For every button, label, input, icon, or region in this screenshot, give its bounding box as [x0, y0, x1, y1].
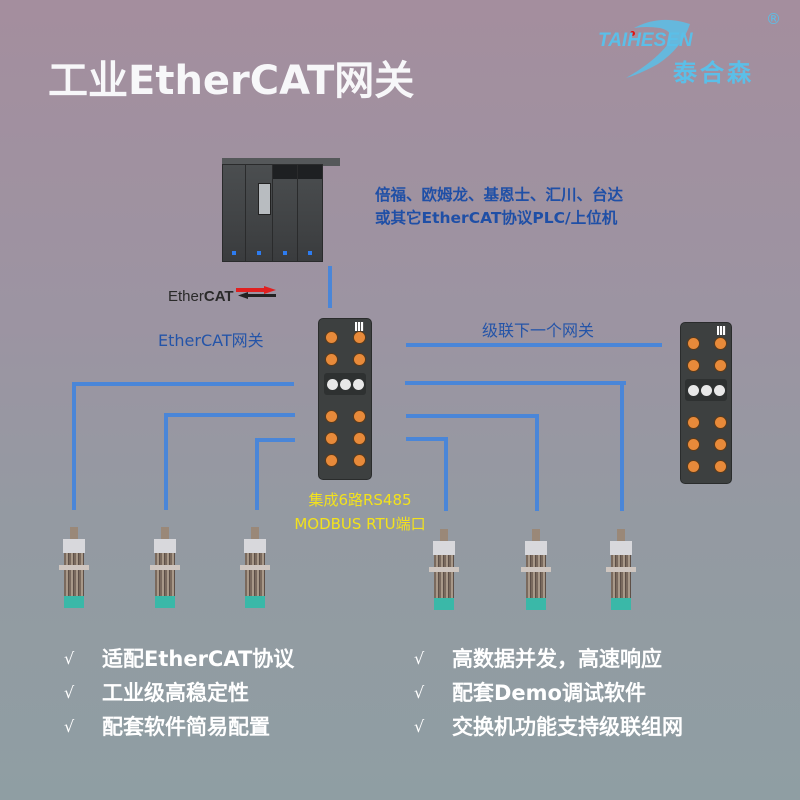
port-icon: [325, 410, 338, 423]
rotary-switch-icon: [714, 385, 725, 396]
check-icon: √: [414, 649, 425, 668]
port-icon: [325, 331, 338, 344]
rs485-callout-line2: MODBUS RTU端口: [294, 515, 426, 533]
port-icon: [687, 460, 700, 473]
rotary-switch-icon: [327, 379, 338, 390]
registered-mark: ®: [766, 10, 781, 28]
port-icon: [687, 337, 700, 350]
proximity-sensor-icon: [429, 529, 459, 615]
wire-sensor-4-h: [406, 437, 448, 441]
feature-item: √ 交换机功能支持级联组网: [414, 710, 683, 744]
wire-sensor-2-h: [164, 413, 295, 417]
rotary-switch-icon: [688, 385, 699, 396]
port-icon: [714, 416, 727, 429]
proximity-sensor-icon: [150, 527, 180, 613]
features-left: √ 适配EtherCAT协议 √ 工业级高稳定性 √ 配套软件简易配置: [64, 642, 294, 744]
plc-description-line1: 倍福、欧姆龙、基恩士、汇川、台达: [375, 186, 624, 204]
wire-sensor-5-h: [406, 414, 539, 418]
port-icon: [714, 460, 727, 473]
wire-sensor-6: [620, 381, 624, 511]
plc-cpu-module: [245, 164, 273, 262]
feature-text: 配套软件简易配置: [102, 715, 270, 739]
ethercat-logo: EtherCAT: [168, 288, 234, 305]
cascade-label: 级联下一个网关: [482, 321, 595, 340]
wire-sensor-2: [164, 413, 168, 510]
check-icon: √: [414, 683, 425, 702]
wire-sensor-6-h: [405, 381, 626, 385]
wire-cascade: [406, 343, 662, 347]
qr-code-icon: [355, 322, 364, 331]
feature-item: √ 配套软件简易配置: [64, 710, 294, 744]
qr-code-icon: [717, 326, 726, 335]
port-icon: [687, 416, 700, 429]
wire-plc-to-gateway: [328, 266, 332, 308]
plc-description: 倍福、欧姆龙、基恩士、汇川、台达 或其它EtherCAT协议PLC/上位机: [375, 184, 623, 230]
port-icon: [714, 359, 727, 372]
ethernet-ports-icon: [258, 183, 271, 215]
rotary-switch-icon: [701, 385, 712, 396]
feature-text: 工业级高稳定性: [102, 681, 249, 705]
features-right: √ 高数据并发，高速响应 √ 配套Demo调试软件 √ 交换机功能支持级联组网: [414, 642, 683, 744]
wire-sensor-5: [535, 414, 539, 511]
port-icon: [325, 432, 338, 445]
ethercat-arrows-icon: [236, 286, 276, 299]
port-icon: [714, 438, 727, 451]
plc-description-line2: 或其它EtherCAT协议PLC/上位机: [375, 209, 618, 227]
port-icon: [353, 432, 366, 445]
logo-red-dot-icon: [630, 31, 635, 36]
port-icon: [325, 353, 338, 366]
plc-module: [272, 164, 298, 262]
wire-sensor-1: [72, 382, 76, 510]
feature-text: 配套Demo调试软件: [452, 681, 646, 705]
ethercat-gateway-device: [318, 318, 372, 480]
plc-module: [222, 164, 246, 262]
feature-text: 交换机功能支持级联组网: [452, 715, 683, 739]
port-icon: [353, 353, 366, 366]
page-title: 工业EtherCAT网关: [48, 58, 415, 104]
feature-text: 适配EtherCAT协议: [102, 647, 295, 671]
port-icon: [687, 438, 700, 451]
rotary-switch-panel: [685, 379, 727, 401]
proximity-sensor-icon: [521, 529, 551, 615]
wire-sensor-3-h: [255, 438, 295, 442]
wire-sensor-3: [255, 438, 259, 510]
logo-brand-cn: 泰合森: [673, 59, 754, 87]
rotary-switch-panel: [324, 373, 366, 395]
proximity-sensor-icon: [606, 529, 636, 615]
port-icon: [353, 331, 366, 344]
port-icon: [353, 454, 366, 467]
rotary-switch-icon: [340, 379, 351, 390]
feature-item: √ 配套Demo调试软件: [414, 676, 683, 710]
rotary-switch-icon: [353, 379, 364, 390]
port-icon: [353, 410, 366, 423]
port-icon: [687, 359, 700, 372]
port-icon: [325, 454, 338, 467]
check-icon: √: [414, 717, 425, 736]
ethercat-logo-bold: CAT: [203, 288, 234, 305]
rs485-callout: 集成6路RS485 MODBUS RTU端口: [270, 488, 450, 536]
feature-item: √ 高数据并发，高速响应: [414, 642, 683, 676]
feature-item: √ 工业级高稳定性: [64, 676, 294, 710]
feature-item: √ 适配EtherCAT协议: [64, 642, 294, 676]
proximity-sensor-icon: [240, 527, 270, 613]
plc-image: [222, 152, 340, 262]
rs485-callout-line1: 集成6路RS485: [308, 491, 412, 509]
port-icon: [714, 337, 727, 350]
logo-brand-en: TAIHESEN: [598, 30, 693, 51]
cascaded-gateway-device: [680, 322, 732, 484]
plc-module: [297, 164, 323, 262]
check-icon: √: [64, 683, 75, 702]
logo-swoosh-icon: [626, 19, 690, 78]
plc-top-vent: [222, 158, 340, 166]
feature-text: 高数据并发，高速响应: [452, 647, 662, 671]
check-icon: √: [64, 649, 75, 668]
ethercat-logo-prefix: Ether: [168, 288, 204, 305]
wire-sensor-1-h: [72, 382, 294, 386]
wire-sensor-4: [444, 437, 448, 511]
check-icon: √: [64, 717, 75, 736]
proximity-sensor-icon: [59, 527, 89, 613]
gateway-label: EtherCAT网关: [158, 331, 264, 350]
